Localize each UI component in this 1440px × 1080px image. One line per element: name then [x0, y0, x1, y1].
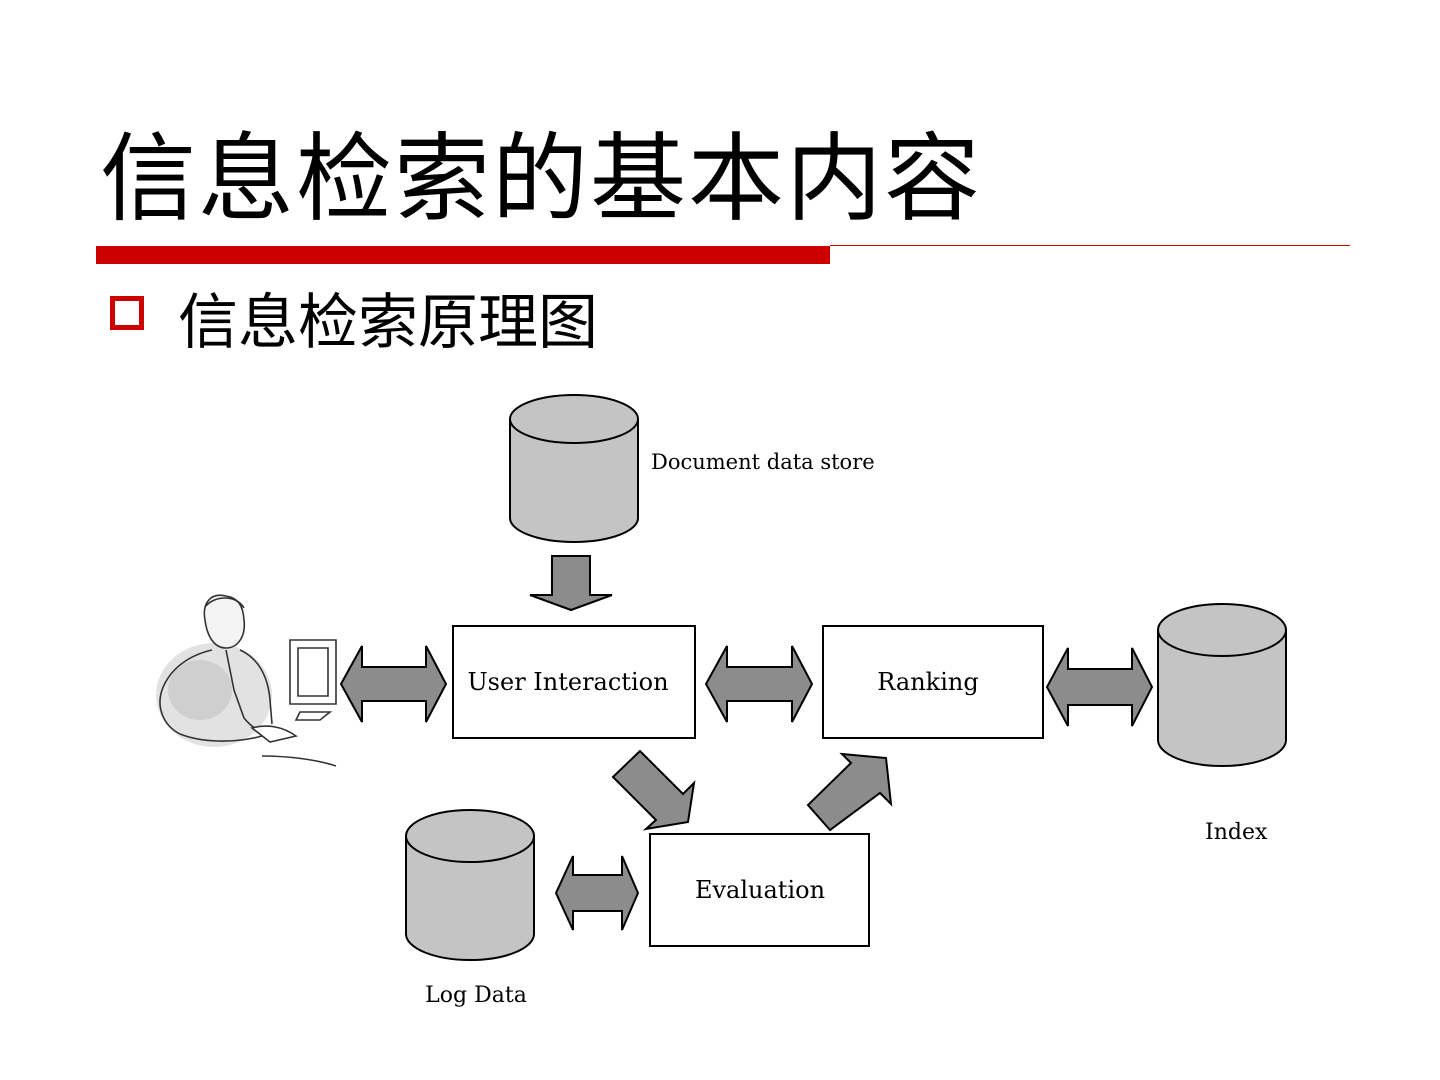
bullet-text: 信息检索原理图 [178, 288, 598, 358]
index-cylinder-icon [1157, 603, 1287, 767]
log-data-cylinder-icon [405, 809, 535, 961]
document-store-cylinder-icon [509, 394, 639, 543]
double-arrow-log-to-evaluation [554, 855, 640, 931]
ranking-box [822, 625, 1044, 739]
bullet-square-icon [110, 296, 144, 330]
slide-title: 信息检索的基本内容 [100, 123, 982, 235]
arrow-evaluation-to-ranking [806, 752, 893, 832]
title-underline-thin [830, 245, 1350, 246]
evaluation-label: Evaluation [695, 876, 825, 904]
log-data-label: Log Data [425, 983, 527, 1008]
ranking-label: Ranking [877, 668, 978, 696]
double-arrow-interaction-to-ranking [704, 645, 814, 723]
evaluation-box [649, 833, 870, 947]
double-arrow-ranking-to-index [1045, 647, 1154, 727]
index-label: Index [1205, 820, 1268, 845]
title-underline-thick [96, 246, 830, 264]
user-at-computer-icon [156, 594, 337, 767]
document-store-label: Document data store [651, 450, 875, 474]
arrow-interaction-to-evaluation [611, 749, 696, 831]
arrow-down-to-user-interaction [529, 555, 613, 612]
double-arrow-user-to-interaction [339, 645, 448, 723]
user-interaction-box [452, 625, 696, 739]
user-interaction-label: User Interaction [467, 668, 668, 696]
